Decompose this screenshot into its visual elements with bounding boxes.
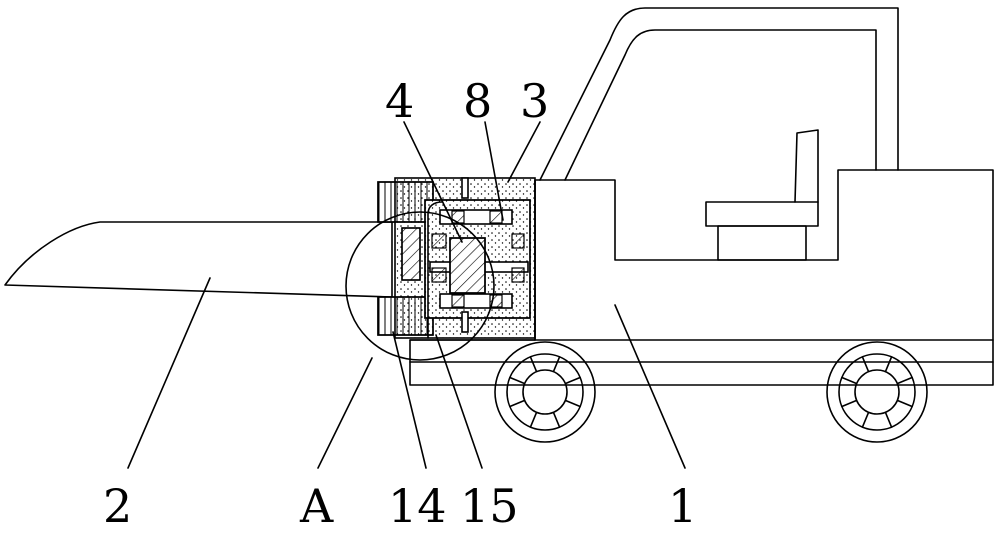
wheel-spoke — [884, 356, 893, 373]
cab-frame — [539, 7, 899, 181]
leader-lines — [127, 121, 686, 469]
wheel-spoke — [564, 399, 581, 408]
wheel-spoke — [564, 376, 581, 385]
label-a: A — [299, 479, 334, 533]
wheel-rear — [826, 341, 928, 443]
wheel-spoke — [841, 376, 858, 385]
wheel-spoke — [509, 399, 526, 408]
wheel-spoke — [552, 356, 561, 373]
wheel-spoke — [529, 356, 538, 373]
label-14: 14 — [388, 479, 447, 533]
wheel-front — [494, 341, 596, 443]
label-1: 1 — [668, 479, 697, 533]
seat — [705, 129, 819, 261]
label-8: 8 — [463, 74, 492, 128]
wheel-spoke — [529, 411, 538, 428]
wheel-spoke — [841, 399, 858, 408]
label-15: 15 — [460, 479, 519, 533]
label-4: 4 — [385, 74, 414, 128]
label-3: 3 — [520, 74, 549, 128]
wheel-spoke — [509, 376, 526, 385]
wheel-spoke — [861, 356, 870, 373]
connection-assembly — [377, 177, 536, 339]
label-2: 2 — [103, 479, 132, 533]
wheel-spoke — [884, 411, 893, 428]
wheel-spoke — [861, 411, 870, 428]
wheel-spoke — [896, 376, 913, 385]
part-labels: 4 8 3 2 A 14 15 1 — [103, 74, 697, 533]
detail-circle-a — [345, 211, 495, 361]
scoop-blade — [4, 221, 393, 298]
wheel-spoke — [552, 411, 561, 428]
wheel-spoke — [896, 399, 913, 408]
